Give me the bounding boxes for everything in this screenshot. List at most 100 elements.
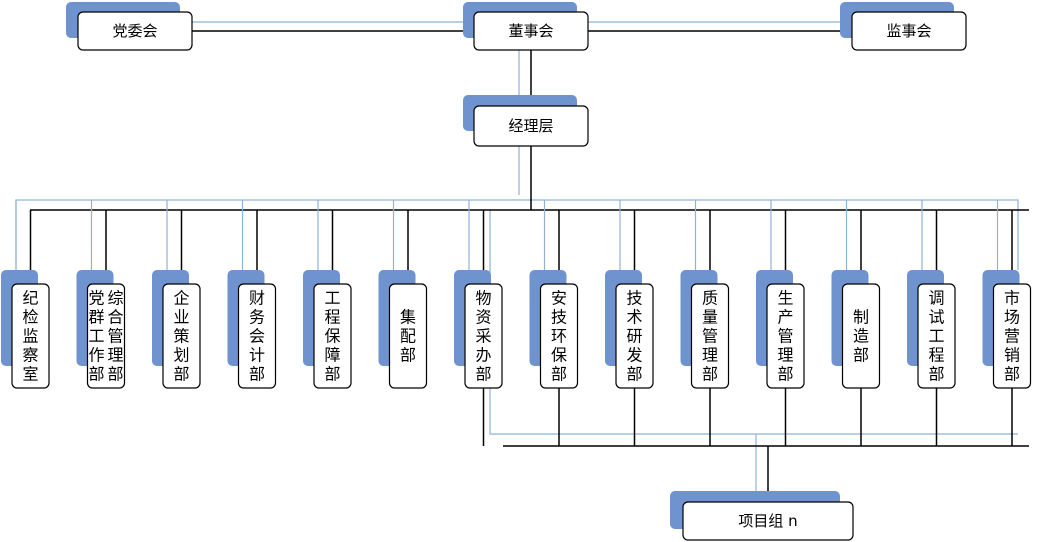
dept-label-char: 环: [551, 327, 567, 346]
dept-label-char: 场: [1004, 308, 1020, 327]
dept-label-char: 部: [107, 365, 123, 384]
dept-label-char: 业: [173, 308, 189, 327]
dept-label-char: 配: [400, 327, 416, 346]
dept-label-char: 程: [928, 346, 944, 365]
dept-label-char: 工: [324, 289, 340, 308]
dept-label-char: 作: [88, 346, 104, 365]
dept-label-char: 生: [777, 289, 793, 308]
dept-box: [162, 283, 201, 389]
node-box: [682, 501, 854, 541]
dept-label-char: 集: [400, 308, 416, 327]
dept-label-char: 会: [249, 327, 265, 346]
dept-box: [615, 283, 654, 389]
dept-label-char: 部: [88, 365, 104, 384]
dept-label-char: 管: [107, 327, 123, 346]
node-label-board: 董事会: [508, 22, 553, 40]
dept-box: [237, 283, 277, 389]
dept-label-char: 工: [928, 327, 944, 346]
dept-box: [313, 283, 352, 389]
dept-label-char: 企: [173, 289, 189, 308]
dept-label-char: 工: [88, 327, 104, 346]
dept-label-char: 技: [626, 289, 642, 308]
dept-label-char: 监: [22, 327, 38, 346]
dept-label-char: 部: [173, 365, 189, 384]
dept-label-char: 办: [475, 346, 491, 365]
dept-box: [841, 283, 881, 389]
dept-box: [992, 283, 1032, 389]
dept-label-char: 管: [702, 327, 718, 346]
connectors: [15, 21, 1029, 502]
dept-label-char: 群: [88, 308, 104, 327]
node-board: 董事会: [463, 2, 589, 51]
node-box: [77, 11, 193, 51]
dept-label-char: 策: [173, 327, 189, 346]
node-box: [851, 11, 967, 51]
dept-label-char: 质: [702, 289, 718, 308]
dept-label-char: 部: [626, 365, 642, 384]
dept-label-char: 室: [22, 365, 38, 384]
dept-label-char: 障: [324, 346, 340, 365]
dept-label-char: 部: [777, 365, 793, 384]
dept-label-char: 部: [249, 365, 265, 384]
dept-label-char: 部: [928, 365, 944, 384]
node-label-supervisory-board: 监事会: [886, 22, 931, 40]
dept-box: [11, 283, 50, 389]
dept-box: [917, 283, 956, 389]
dept-label-char: 部: [551, 365, 567, 384]
dept-label-char: 理: [107, 346, 123, 365]
dept-label-char: 保: [551, 346, 567, 365]
node-project-group: 项目组 n: [670, 491, 854, 541]
dept-label-char: 程: [324, 308, 340, 327]
dept-label-char: 理: [702, 346, 718, 365]
dept-label-char: 物: [475, 289, 491, 308]
dept-box: [464, 283, 503, 389]
dept-label-char: 管: [777, 327, 793, 346]
dept-label-char: 量: [702, 308, 718, 327]
department-row: 纪检监察室综合管理部党群工作部企业策划部财务会计部工程保障部集配部物资采办部安技…: [1, 270, 1032, 389]
dept-manufacturing: 制造部: [831, 270, 881, 389]
dept-label-char: 部: [400, 346, 416, 365]
dept-label-char: 划: [173, 346, 189, 365]
dept-label-char: 制: [853, 308, 869, 327]
dept-box: [388, 283, 428, 389]
node-label-party-committee: 党委会: [112, 22, 157, 40]
dept-label-char: 综: [107, 289, 123, 308]
dept-box: [690, 283, 730, 389]
node-box: [473, 105, 589, 147]
dept-label-char: 研: [626, 327, 642, 346]
dept-label-char: 营: [1004, 327, 1020, 346]
dept-label-char: 财: [249, 289, 265, 308]
dept-label-char: 计: [249, 346, 265, 365]
node-label-project-group: 项目组 n: [738, 512, 797, 530]
dept-label-char: 部: [324, 365, 340, 384]
node-supervisory-board: 监事会: [840, 2, 967, 51]
dept-label-char: 造: [853, 327, 869, 346]
dept-box: [539, 283, 579, 389]
dept-label-char: 部: [853, 346, 869, 365]
dept-label-char: 理: [777, 346, 793, 365]
dept-box: [86, 283, 126, 389]
dept-label-char: 调: [928, 289, 944, 308]
dept-label-char: 采: [475, 327, 491, 346]
dept-label-char: 资: [475, 308, 491, 327]
node-party-committee: 党委会: [66, 2, 193, 51]
dept-label-char: 安: [551, 289, 567, 308]
dept-label-char: 市: [1004, 289, 1020, 308]
dept-box: [766, 283, 805, 389]
dept-label-char: 检: [22, 308, 38, 327]
dept-label-char: 部: [702, 365, 718, 384]
dept-label-char: 销: [1004, 346, 1020, 365]
